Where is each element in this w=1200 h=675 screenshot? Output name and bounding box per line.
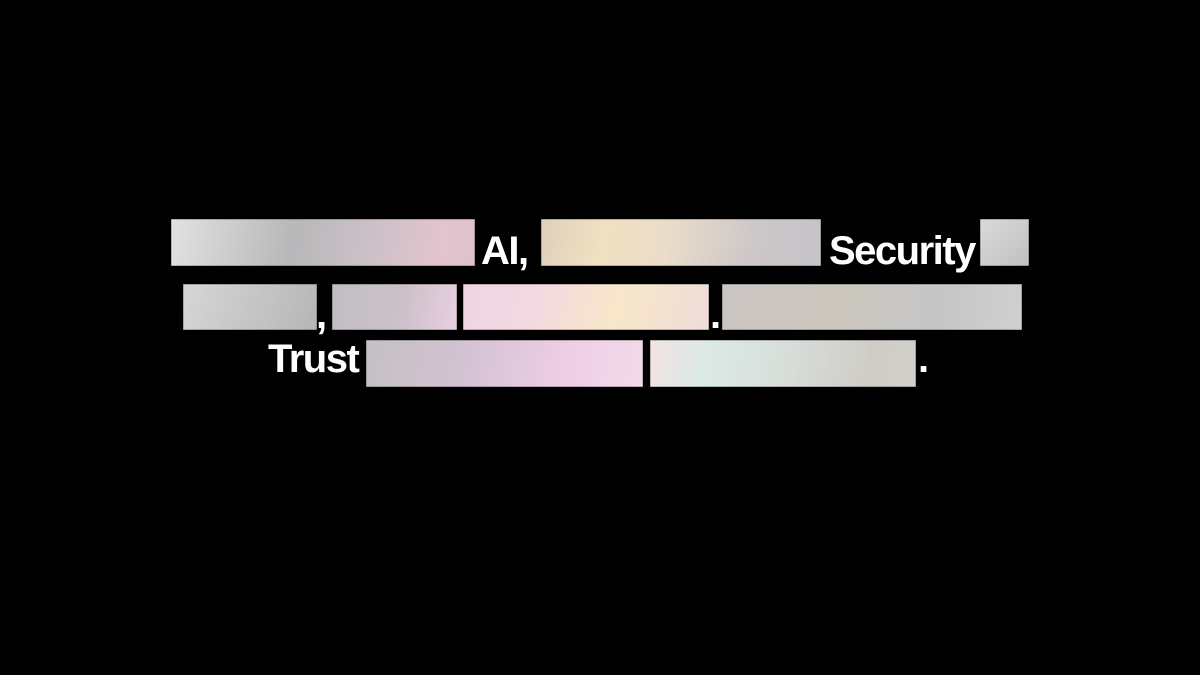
headline-hidden-period: . — [710, 293, 721, 337]
headline-word-trust: Trust — [268, 337, 360, 381]
headline-comma: , — [316, 293, 327, 337]
redacted-block-row2-2 — [332, 284, 457, 330]
redacted-block-row2-1 — [183, 284, 317, 330]
headline-word-ai: AI, — [481, 229, 529, 273]
headline-word-security: Security — [829, 229, 976, 273]
redacted-block-row2-4 — [722, 284, 1022, 330]
headline-period: . — [918, 337, 929, 381]
redacted-block-row1-1 — [171, 219, 475, 266]
redacted-block-row1-2 — [541, 219, 821, 266]
redacted-block-row3-1 — [366, 340, 643, 387]
redacted-block-row1-3 — [980, 219, 1029, 266]
redacted-block-row2-3 — [463, 284, 709, 330]
redacted-block-row3-2 — [650, 340, 916, 387]
